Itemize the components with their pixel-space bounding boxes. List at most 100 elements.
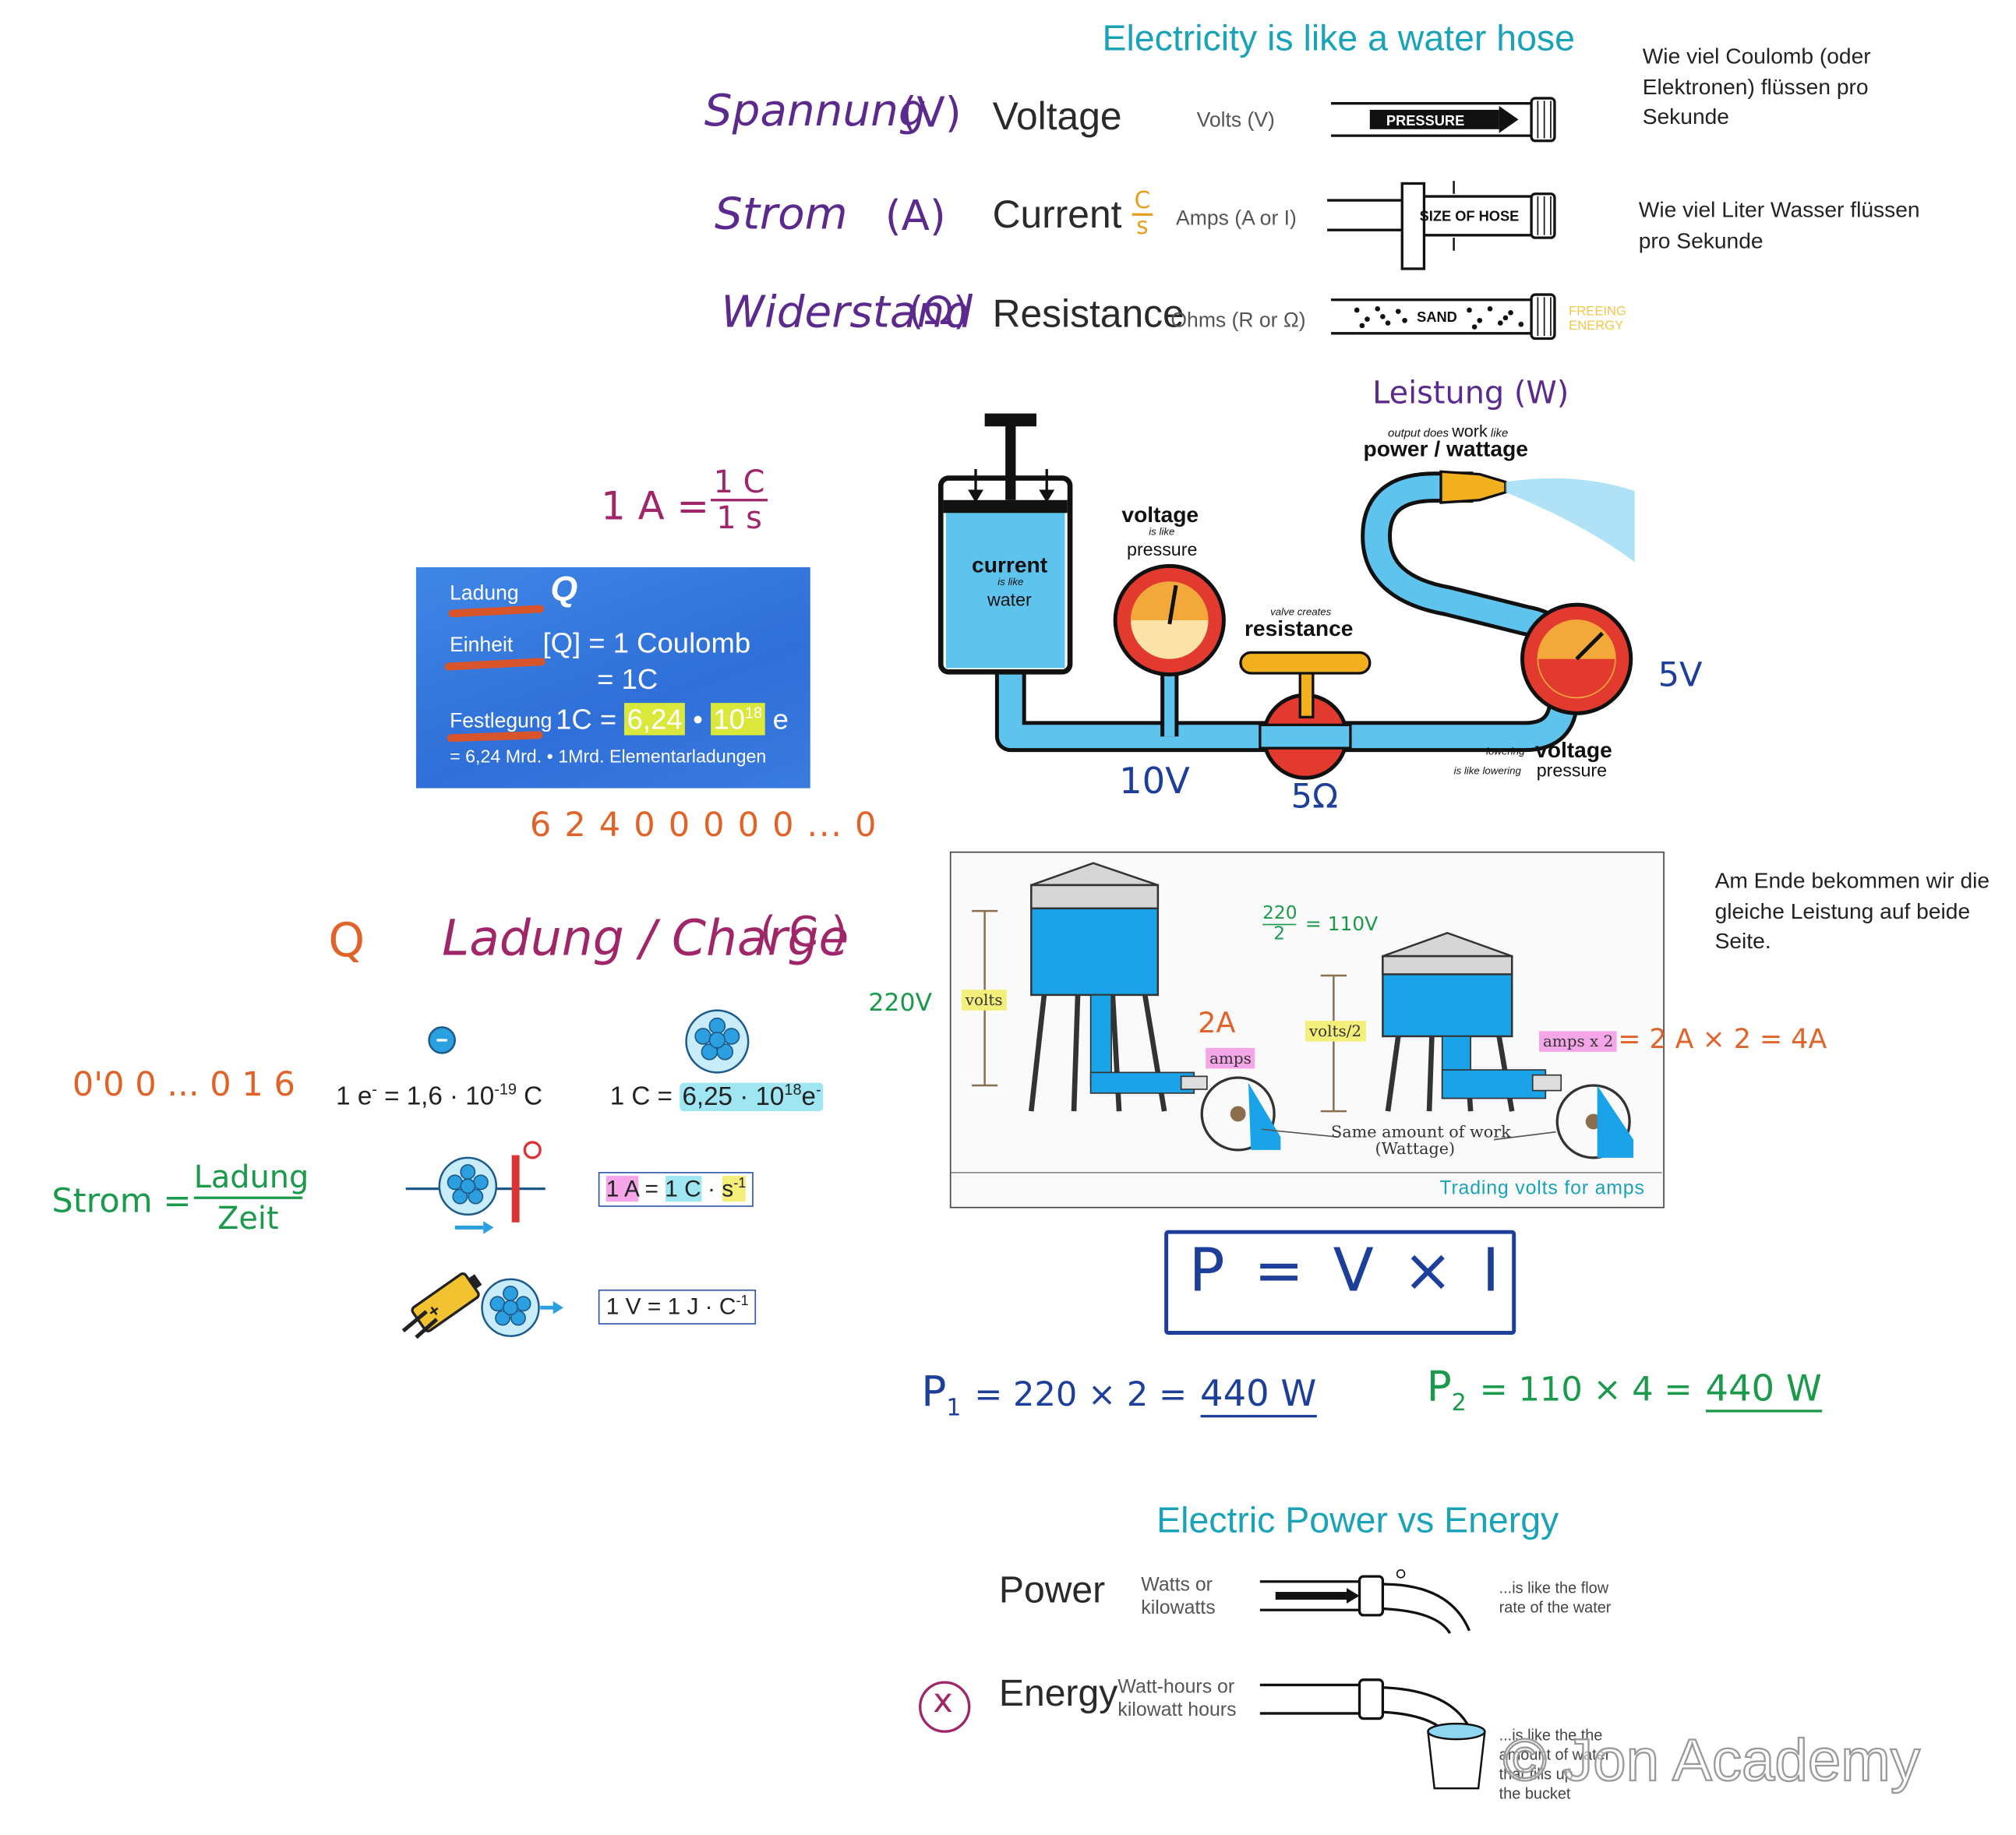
en-voltage: Voltage [992,95,1122,139]
amp-box-c: 1 C [665,1176,701,1202]
watermark: © Jon Academy [1502,1725,1921,1794]
charge-panel: Ladung Q Einheit [Q] = 1 Coulomb = 1C Fe… [415,566,810,789]
hose-label-sand: SAND [1417,309,1457,325]
de-voltage: Spannung [704,85,927,137]
panel-q: Q [550,570,578,609]
circuit-10v: 10V [1119,760,1190,803]
p2: P2 = 110 × 4 = 440 W [1427,1362,1822,1417]
circuit-current-like: is like [997,576,1024,588]
towers-half-frac: 220 2 [1262,903,1298,945]
towers-amps: amps [1206,1047,1255,1069]
hose-label-pressure: PRESSURE [1386,112,1464,129]
energy-energy-desc-3: that fills up [1499,1765,1573,1784]
energy-energy-desc-1: ...is like the the [1499,1726,1603,1745]
unit-voltage: Volts (V) [1196,109,1275,132]
panel-row4: = 6,24 Mrd. • 1Mrd. Elementarladungen [450,745,767,767]
electron-eq: 1 e- = 1,6 · 10-19 C [336,1080,542,1112]
unit-resistance: Ohms (R or Ω) [1170,309,1306,333]
circuit-voltage-like: is like [1149,525,1175,538]
de-resistance: Widerstand [721,287,973,339]
strom-def-den: Zeit [217,1200,279,1237]
unit-current: Amps (A or I) [1176,207,1297,231]
p1-result: 440 W [1200,1372,1317,1418]
p1-p: P [921,1367,947,1417]
brand-line-2: ENERGY [1569,319,1624,333]
circuit-5v: 5V [1658,656,1703,696]
coulomb-eq: 1 C = 6,25 · 1018e- [610,1080,824,1112]
coulomb-eq-sup: - [815,1080,821,1099]
electron-eq-pre: 1 e [336,1082,372,1111]
brand-line-1: FREEING [1569,305,1626,319]
amp-box-eq: = [638,1176,666,1202]
charge-text: Ladung / Charge [442,909,849,967]
energy-energy-desc-2: amount of water [1499,1745,1611,1764]
panel-def-dot: • [693,703,703,736]
coulomb-cluster-icon [685,1009,750,1074]
amp-box: 1 A = 1 C · s-1 [598,1172,754,1207]
energy-energy-desc-4: the bucket [1499,1784,1571,1803]
towers-half-num: 220 [1262,903,1298,924]
circuit-power-small: output does work like [1388,422,1508,441]
hose-sand: SAND [1331,293,1556,341]
strom-def-lhs: Strom = [51,1182,192,1222]
p2-result: 440 W [1705,1367,1822,1413]
energy-power-unit: Watts or kilowatts [1141,1574,1215,1621]
circuit-power-work: work [1452,421,1488,441]
coulomb-eq-mant: 6,25 · 10 [682,1082,785,1111]
frac-num: C [1134,187,1151,215]
ampere-def-frac: 1 C 1 s [711,465,768,535]
battery-push-icon: + [401,1272,564,1339]
towers-amps2: amps x 2 [1539,1031,1618,1052]
hose-pressure: PRESSURE [1331,97,1556,143]
p1-sub: 1 [946,1394,962,1422]
energy-power-desc-1: ...is like the flow [1499,1579,1609,1597]
panel-def-mant: 6,24 [624,703,685,736]
circuit-lower-small: lowering [1486,745,1525,757]
ampere-def-line [711,499,768,502]
circuit-power-de: Leistung (W) [1372,374,1569,411]
towers-2a: 2A [1198,1007,1236,1040]
energy-energy-unit-1: Watt-hours or [1117,1675,1235,1699]
note-end: Am Ende bekommen wir die gleiche Leistun… [1714,868,1990,954]
circuit-power-small-text: output does [1388,426,1449,439]
ampere-def-lhs: 1 A = [601,484,710,530]
charge-unit: ( C ) [760,907,848,957]
note-coulomb: Wie viel Coulomb (oder Elektronen) flüss… [1642,44,1871,129]
en-current: Current [992,193,1122,237]
energy-power: Power [998,1569,1106,1611]
strom-def-line [193,1196,303,1199]
de-current: Strom [715,189,848,241]
energy-power-desc: ...is like the flow rate of the water [1499,1579,1612,1618]
panel-def-base: 10 [713,703,745,736]
circuit-5ohm: 5Ω [1290,778,1339,817]
volt-box: 1 V = 1 J · C-1 [598,1289,757,1325]
energy-energy: Energy [998,1673,1118,1715]
towers-same-work-text: Same amount of work [1331,1121,1511,1142]
frac-c-per-s: C s [1132,187,1153,238]
circuit-current-water: water [987,589,1032,610]
coulomb-eq-post: e [801,1082,816,1111]
energy-title: Electric Power vs Energy [1156,1500,1559,1540]
towers-half-den: 2 [1273,923,1286,945]
sym-voltage: (V) [900,87,962,137]
analogy-title: Electricity is like a water hose [1102,18,1575,58]
big-number: 6 2 4 0 0 0 0 0 ... 0 [529,806,878,845]
towers-220v: 220V [868,988,933,1018]
underline-2 [444,658,545,671]
circuit-valve-small: valve creates [1270,605,1332,618]
circuit-current: current [972,552,1048,578]
p2-expr: = 110 × 4 = [1479,1371,1693,1410]
hose-label-size: SIZE OF HOSE [1420,208,1520,224]
circuit-voltage: voltage [1121,503,1199,528]
electron-eq-post: C [516,1082,543,1111]
circuit-valve: resistance [1244,616,1354,641]
panel-unit-short: = 1C [597,662,658,696]
p1: P1 = 220 × 2 = 440 W [921,1367,1317,1422]
electron-icon [428,1026,456,1054]
panel-label-festlegung: Festlegung [450,711,553,733]
volt-box-text: 1 V = 1 J · C [606,1293,736,1320]
electron-eq-mid: = 1,6 · 10 [376,1082,495,1111]
volt-box-exp: -1 [736,1293,749,1309]
circuit-lower-pressure: pressure [1536,760,1608,781]
